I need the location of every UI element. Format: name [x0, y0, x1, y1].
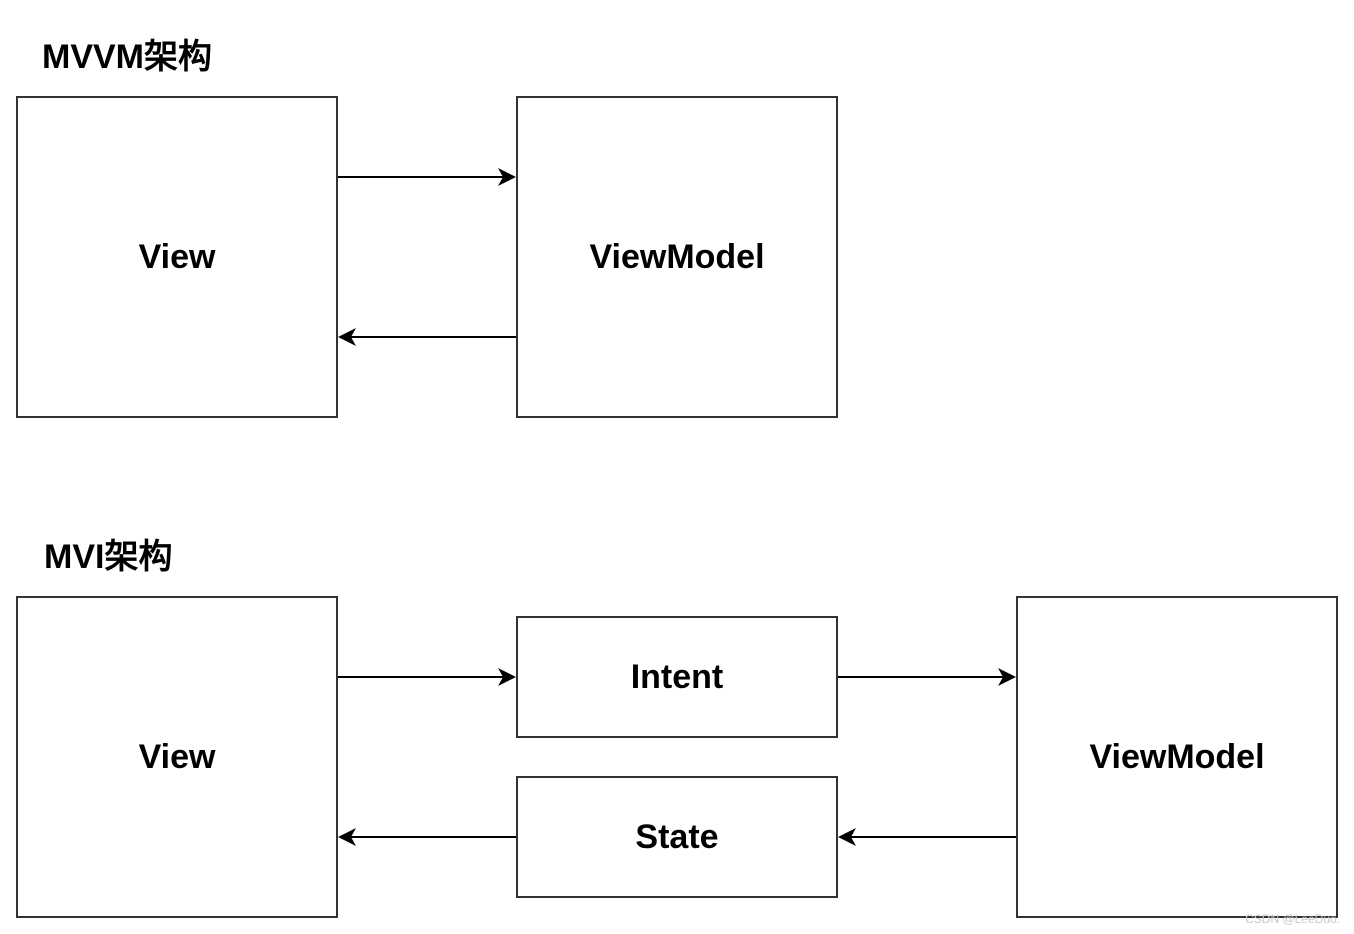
- watermark: CSDN @LeeDuo.: [1245, 912, 1340, 926]
- mvi-intent-box: Intent: [516, 616, 838, 738]
- mvvm-view-label: View: [138, 237, 216, 276]
- mvvm-viewmodel-box: ViewModel: [516, 96, 838, 418]
- mvvm-viewmodel-label: ViewModel: [589, 237, 765, 276]
- arrowhead-left-icon: [338, 828, 356, 846]
- mvi-intent-label: Intent: [630, 657, 724, 696]
- arrowhead-right-icon: [998, 668, 1016, 686]
- mvi-state-box: State: [516, 776, 838, 898]
- mvvm-view-box: View: [16, 96, 338, 418]
- mvi-viewmodel-label: ViewModel: [1089, 737, 1265, 776]
- mvi-title: MVI架构: [44, 538, 173, 576]
- mvi-view-box: View: [16, 596, 338, 918]
- arrowhead-left-icon: [838, 828, 856, 846]
- arrowhead-left-icon: [338, 328, 356, 346]
- mvvm-title: MVVM架构: [42, 38, 212, 76]
- mvi-viewmodel-box: ViewModel: [1016, 596, 1338, 918]
- mvi-view-label: View: [138, 737, 216, 776]
- arrowhead-right-icon: [498, 168, 516, 186]
- mvi-state-label: State: [635, 817, 719, 856]
- arrowhead-right-icon: [498, 668, 516, 686]
